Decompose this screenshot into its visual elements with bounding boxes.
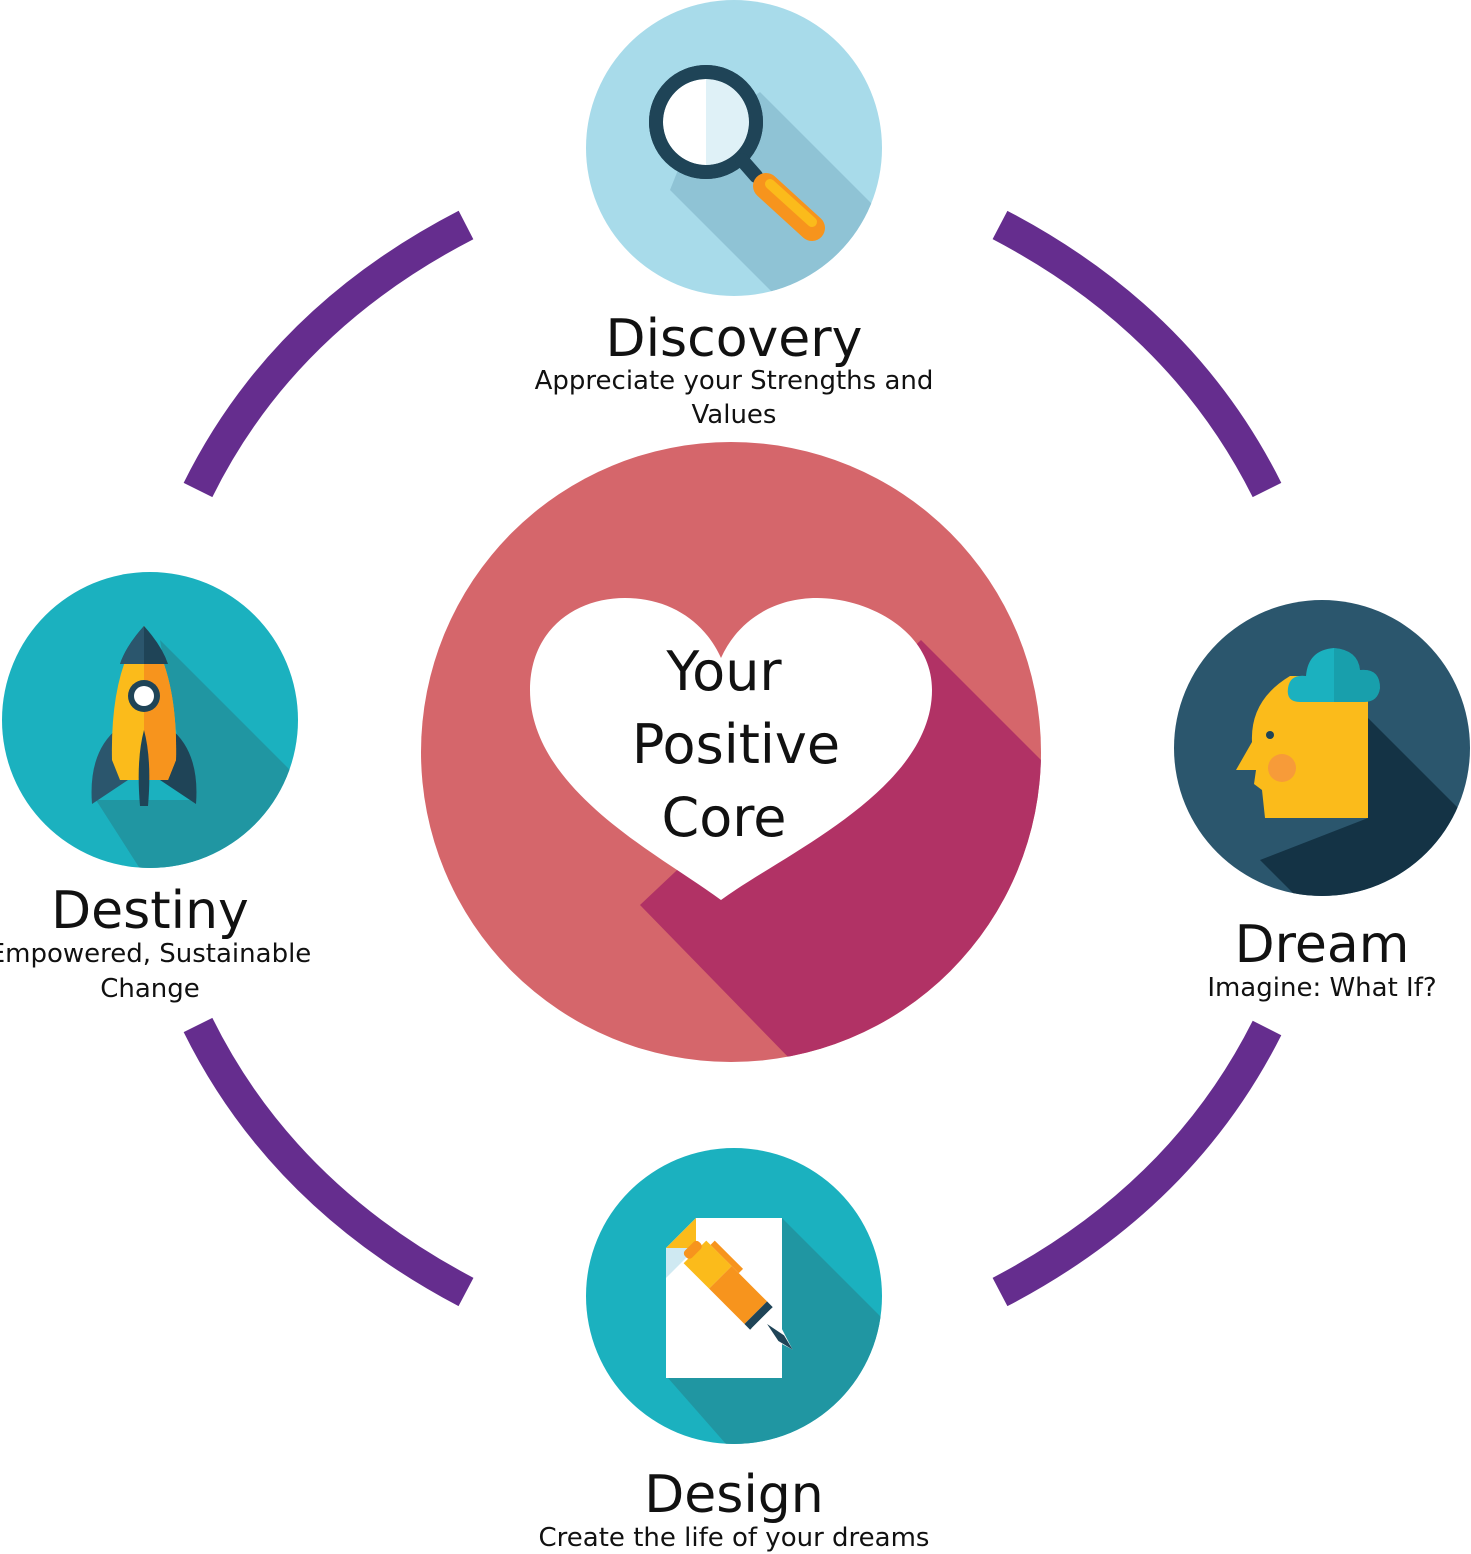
destiny-subtitle-line2: Change bbox=[100, 974, 200, 1004]
discovery-title: Discovery bbox=[606, 309, 863, 369]
arc-bottom-left bbox=[183, 1017, 474, 1307]
arc-bottom-right bbox=[992, 1020, 1282, 1307]
destiny-title: Destiny bbox=[51, 881, 249, 941]
cycle-arcs bbox=[183, 210, 1282, 1307]
discovery-subtitle-line2: Values bbox=[692, 400, 777, 430]
core-label-line2: Positive bbox=[632, 713, 840, 776]
stage-discovery: Discovery Appreciate your Strengths and … bbox=[535, 0, 934, 430]
dream-subtitle-line1: Imagine: What If? bbox=[1207, 973, 1436, 1003]
dream-title: Dream bbox=[1235, 915, 1410, 975]
stage-destiny: Destiny Empowered, Sustainable Change bbox=[0, 572, 311, 1004]
positive-core: Your Positive Core bbox=[421, 442, 1041, 1062]
arc-top-right bbox=[992, 210, 1282, 498]
stage-design: Design Create the life of your dreams bbox=[539, 1148, 930, 1553]
destiny-subtitle-line1: Empowered, Sustainable bbox=[0, 939, 311, 969]
core-label-line1: Your bbox=[665, 640, 782, 703]
design-title: Design bbox=[644, 1465, 824, 1525]
arc-top-left bbox=[183, 210, 474, 498]
discovery-subtitle-line1: Appreciate your Strengths and bbox=[535, 366, 934, 396]
core-label-line3: Core bbox=[662, 786, 787, 849]
design-subtitle-line1: Create the life of your dreams bbox=[539, 1523, 930, 1553]
heart-icon bbox=[530, 598, 932, 900]
stage-dream: Dream Imagine: What If? bbox=[1174, 600, 1470, 1003]
